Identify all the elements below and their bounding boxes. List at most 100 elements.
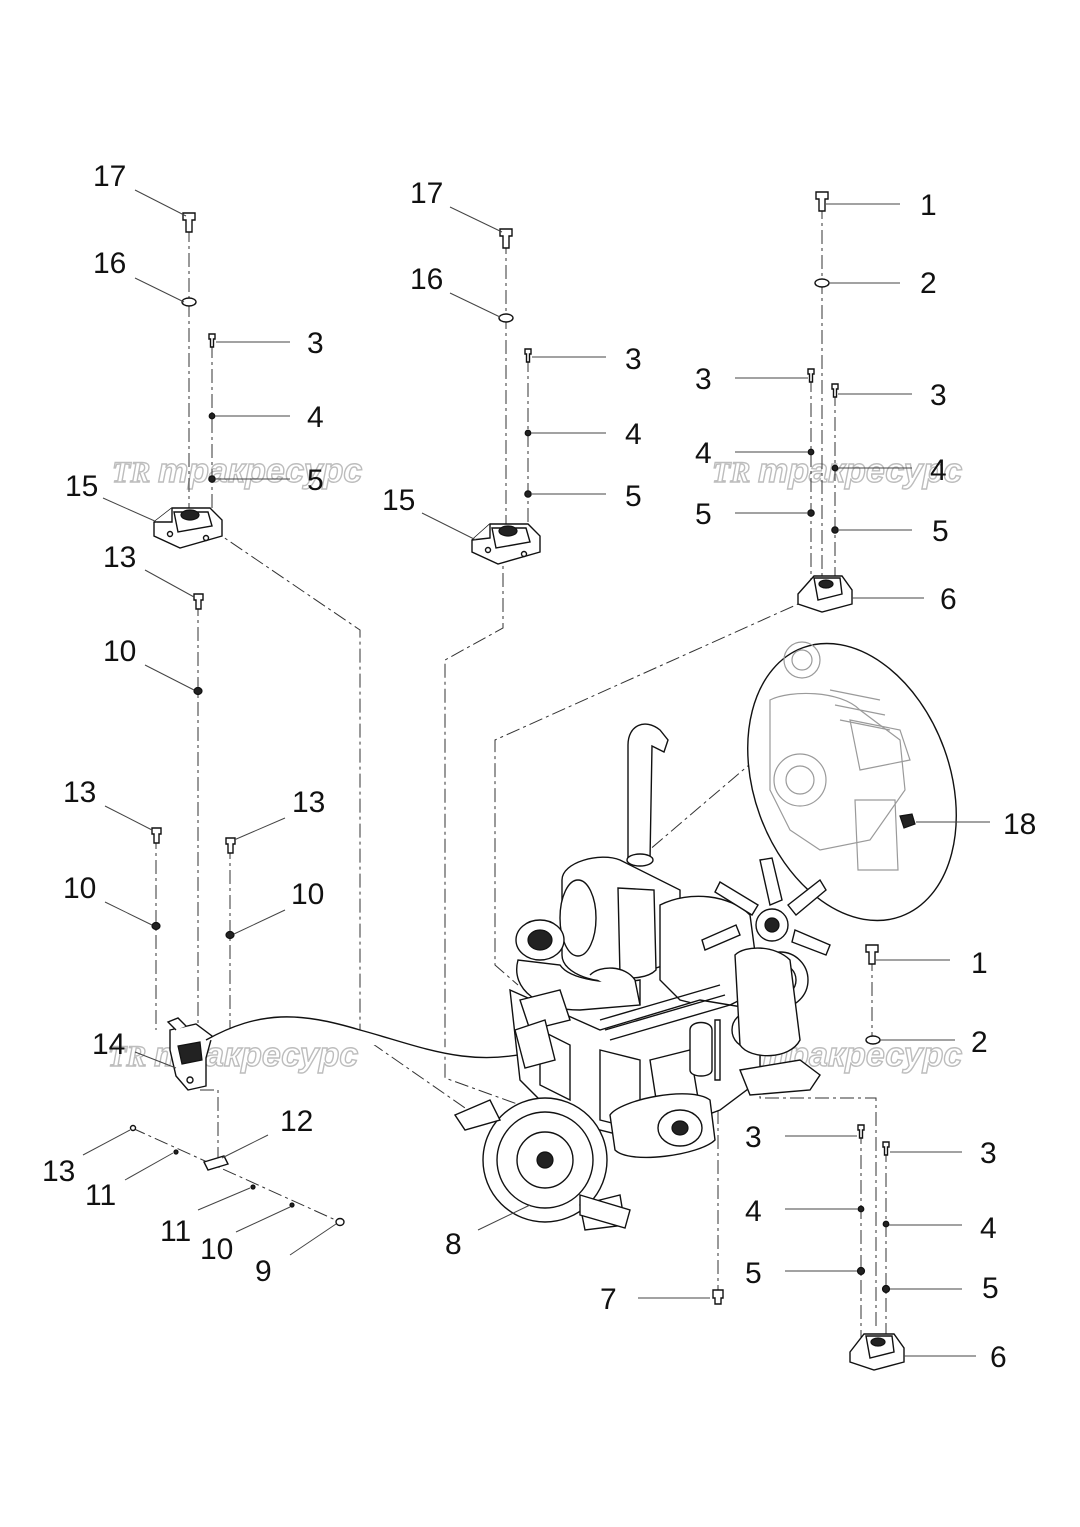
lock-washer-icon — [857, 1205, 865, 1213]
mount-14-lever — [166, 1017, 213, 1091]
washer-icon — [831, 526, 839, 534]
callout-label: 15 — [65, 470, 98, 503]
callout-label: 8 — [445, 1228, 462, 1261]
screw-icon — [857, 1124, 865, 1139]
callout-label: 15 — [382, 484, 415, 517]
callout-label: 12 — [280, 1105, 313, 1138]
screw-icon — [807, 368, 815, 383]
callout-label: 5 — [932, 515, 949, 548]
mount-15-center — [471, 523, 541, 565]
callout-label: 5 — [695, 498, 712, 531]
washer-icon — [524, 490, 532, 498]
bolt-icon — [225, 837, 236, 854]
leader-lines — [82, 189, 990, 1357]
callout-label: 3 — [745, 1121, 762, 1154]
lock-washer-icon — [208, 412, 216, 420]
callout-label: 2 — [971, 1026, 988, 1059]
mount-15-left — [153, 507, 223, 549]
callout-label: 10 — [103, 635, 136, 668]
fan-icon — [701, 857, 831, 956]
washer-icon — [208, 475, 216, 483]
watermark-text: тракресурс — [758, 452, 962, 490]
callout-label: 9 — [255, 1255, 272, 1288]
watermark-logo: TR — [108, 1040, 146, 1073]
callout-label: 3 — [307, 327, 324, 360]
bolt-icon — [193, 593, 204, 610]
callout-label: 13 — [103, 541, 136, 574]
sensor-icon — [899, 813, 916, 829]
watermark-logo: TR — [712, 456, 750, 489]
callout-label: 10 — [291, 878, 324, 911]
callout-label: 2 — [920, 267, 937, 300]
nut-icon — [335, 1217, 345, 1227]
screw-icon — [524, 348, 532, 363]
callout-label: 17 — [93, 160, 126, 193]
watermark-top-right: TR тракресурс — [711, 451, 963, 490]
callout-label: 5 — [625, 480, 642, 513]
callout-label: 16 — [410, 263, 443, 296]
fasteners — [129, 191, 891, 1305]
callout-label: 17 — [410, 177, 443, 210]
screw-icon — [831, 383, 839, 398]
washer-icon — [856, 1266, 866, 1276]
callout-label: 1 — [971, 947, 988, 980]
callout-label: 5 — [982, 1272, 999, 1305]
callout-label: 6 — [990, 1341, 1007, 1374]
washer-icon — [173, 1149, 179, 1155]
screw-icon — [208, 333, 216, 348]
washer-icon — [181, 297, 197, 307]
screw-icon — [882, 1141, 890, 1156]
lock-washer-icon — [524, 429, 532, 437]
lock-washer-icon — [831, 464, 839, 472]
watermark-text: тракресурс — [158, 452, 362, 490]
callout-label: 5 — [745, 1257, 762, 1290]
mount-6-top — [797, 575, 853, 613]
callout-labels: 17 16 3 4 5 15 17 16 3 4 5 15 1 2 3 3 4 … — [42, 160, 1036, 1374]
callout-label: 5 — [307, 464, 324, 497]
callout-label: 4 — [930, 454, 947, 487]
throttle-cable — [205, 1016, 541, 1059]
washer-icon — [225, 930, 235, 940]
callout-label: 11 — [160, 1215, 191, 1248]
washer-icon — [807, 509, 815, 517]
engine-assembly — [453, 723, 831, 1231]
bolt-icon — [499, 228, 513, 249]
bolt-icon — [815, 191, 829, 212]
washer-icon — [498, 313, 514, 323]
screw-icon — [129, 1124, 137, 1132]
watermark-top-left: TR тракресурс — [111, 451, 363, 490]
washer-icon — [250, 1184, 256, 1190]
callout-label: 6 — [940, 583, 957, 616]
washer-icon — [193, 686, 203, 696]
callout-label: 4 — [307, 401, 324, 434]
washer-icon — [865, 1035, 881, 1045]
washer-icon — [814, 278, 830, 288]
callout-label: 10 — [200, 1233, 233, 1266]
callout-label: 13 — [292, 786, 325, 819]
drain-plug-icon — [712, 1289, 724, 1305]
bolt-icon — [865, 944, 879, 965]
callout-label: 4 — [625, 418, 642, 451]
callout-label: 3 — [980, 1137, 997, 1170]
mount-6-bottom — [849, 1333, 905, 1371]
callout-label: 18 — [1003, 808, 1036, 841]
callout-label: 13 — [63, 776, 96, 809]
callout-label: 4 — [695, 437, 712, 470]
bolt-icon — [151, 827, 162, 844]
callout-label: 1 — [920, 189, 937, 222]
callout-label: 3 — [625, 343, 642, 376]
callout-label: 16 — [93, 247, 126, 280]
detail-view — [747, 641, 957, 922]
callout-label: 7 — [600, 1283, 617, 1316]
washer-icon — [151, 921, 161, 931]
watermark-logo: TR — [112, 456, 150, 489]
callout-label: 11 — [85, 1179, 116, 1212]
callout-label: 13 — [42, 1155, 75, 1188]
callout-label: 10 — [63, 872, 96, 905]
callout-label: 3 — [930, 379, 947, 412]
bracket-icon — [203, 1155, 229, 1171]
lock-washer-icon — [882, 1220, 890, 1228]
callout-label: 4 — [745, 1195, 762, 1228]
